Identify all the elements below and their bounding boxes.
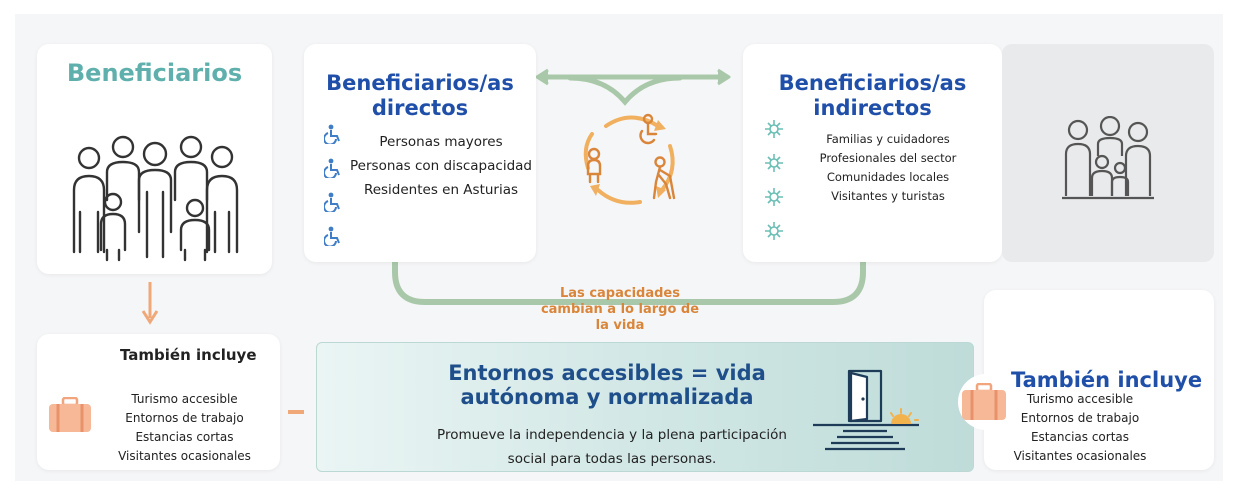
suitcase-icon bbox=[962, 383, 1006, 420]
list-item: Entornos de trabajo bbox=[125, 411, 244, 425]
wheelchair-icon bbox=[324, 192, 340, 212]
list-item: Personas mayores bbox=[379, 134, 503, 150]
beneficiarios-card: Beneficiarios bbox=[37, 44, 272, 274]
family-icon bbox=[1062, 116, 1154, 200]
directos-card: Beneficiarios/as directos Personas mayor… bbox=[304, 44, 536, 262]
virus-network-icon bbox=[765, 188, 783, 206]
virus-network-icon bbox=[765, 154, 783, 172]
entornos-panel: Entornos accesibles = vida autónoma y no… bbox=[316, 342, 974, 472]
entornos-title-line2: autónoma y normalizada bbox=[460, 385, 754, 409]
directos-title: Beneficiarios/as directos bbox=[304, 71, 536, 121]
suitcase-icon bbox=[49, 397, 91, 432]
list-item: Turismo accesible bbox=[1026, 392, 1134, 406]
indirectos-list: Familias y cuidadores Profesionales del … bbox=[793, 130, 983, 206]
directos-list: Personas mayores Personas con discapacid… bbox=[346, 130, 536, 202]
entornos-title-line1: Entornos accesibles = vida bbox=[448, 361, 766, 385]
door-sunrise-icon bbox=[813, 369, 919, 451]
list-item: Profesionales del sector bbox=[819, 151, 957, 165]
list-item: Entornos de trabajo bbox=[1020, 411, 1140, 425]
wheelchair-icon bbox=[324, 226, 340, 246]
list-item: Visitantes ocasionales bbox=[118, 449, 251, 463]
directos-title-line1: Beneficiarios/as bbox=[326, 71, 514, 95]
capacidades-line3: la vida bbox=[595, 318, 645, 333]
indirectos-title-line1: Beneficiarios/as bbox=[778, 71, 967, 95]
list-item: Estancias cortas bbox=[135, 430, 234, 444]
list-item: Estancias cortas bbox=[1030, 430, 1130, 444]
life-cycle-icon bbox=[583, 113, 676, 205]
entornos-desc-line2: social para todas las personas. bbox=[507, 451, 717, 467]
list-item: Personas con discapacidad bbox=[350, 158, 532, 174]
virus-network-icon bbox=[765, 222, 783, 240]
entornos-desc-line1: Promueve la independencia y la plena par… bbox=[437, 427, 787, 443]
beneficiarios-title: Beneficiarios bbox=[66, 59, 243, 87]
wheelchair-icon bbox=[324, 124, 340, 144]
wheelchair-icon bbox=[324, 158, 340, 178]
entornos-description: Promueve la independencia y la plena par… bbox=[377, 423, 847, 471]
list-item: Residentes en Asturias bbox=[363, 182, 519, 198]
list-item: Visitantes ocasionales bbox=[1013, 449, 1147, 463]
tambien-right-list: Turismo accesible Entornos de trabajo Es… bbox=[1010, 390, 1150, 466]
indirectos-title-line2: indirectos bbox=[813, 96, 932, 120]
list-item: Turismo accesible bbox=[131, 392, 238, 406]
indirectos-title: Beneficiarios/as indirectos bbox=[743, 71, 1002, 121]
tambien-left-list: Turismo accesible Entornos de trabajo Es… bbox=[97, 390, 272, 466]
directos-title-line2: directos bbox=[371, 96, 469, 120]
virus-network-icon bbox=[765, 120, 783, 138]
capacidades-label: Las capacidades cambian a lo largo de la… bbox=[510, 286, 730, 334]
entornos-title: Entornos accesibles = vida autónoma y no… bbox=[437, 361, 777, 409]
list-item: Familias y cuidadores bbox=[826, 132, 950, 146]
brace-shape bbox=[567, 75, 683, 106]
people-group-icon bbox=[72, 135, 239, 262]
tambien-left-title: También incluye bbox=[120, 346, 257, 364]
tambien-right-title: También incluye bbox=[1011, 368, 1203, 392]
family-card bbox=[1002, 44, 1214, 262]
capacity-arc-line bbox=[392, 259, 866, 305]
capacidades-line2: cambian a lo largo de bbox=[540, 302, 700, 317]
indirectos-card: Beneficiarios/as indirectos Familias y c… bbox=[743, 44, 1002, 262]
tambien-left-card: También incluye Turismo accesible Entorn… bbox=[37, 334, 280, 470]
list-item: Comunidades locales bbox=[826, 170, 950, 184]
list-item: Visitantes y turistas bbox=[831, 189, 945, 203]
capacidades-line1: Las capacidades bbox=[560, 286, 680, 301]
